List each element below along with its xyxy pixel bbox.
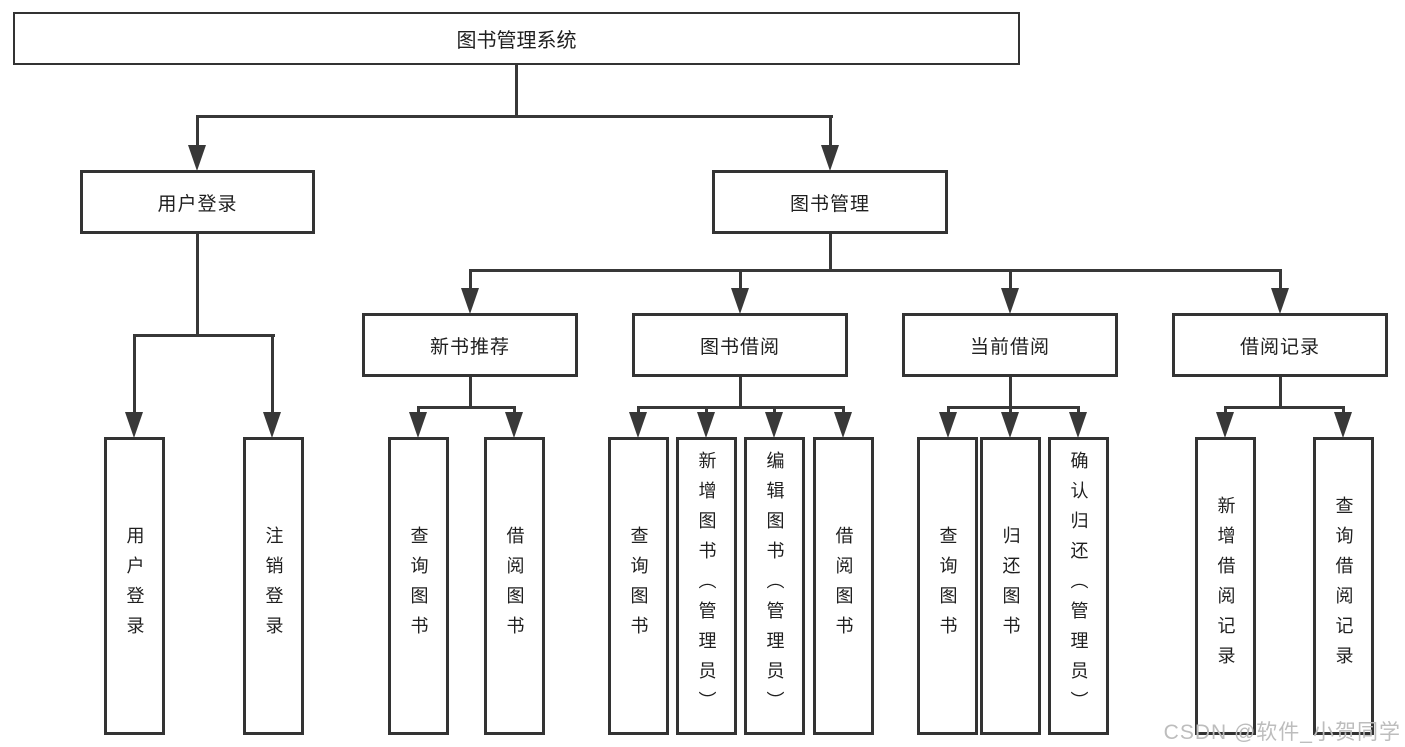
connector-user-login-stub: [196, 233, 199, 337]
leaf-query-books-borrowing: 查询图书: [608, 437, 669, 735]
arrowhead-leaf-confirm-return: [1069, 412, 1087, 438]
node-borrowing-records: 借阅记录: [1172, 313, 1388, 377]
node-label: 查询借阅记录: [1333, 496, 1354, 676]
leaf-confirm-return-admin: 确认归还（管理员）: [1048, 437, 1109, 735]
connector-drop-current-borrowing: [1009, 269, 1012, 293]
connector-book-borrowing-stub: [739, 376, 742, 409]
node-label: 查询图书: [937, 526, 958, 646]
node-label: 新增借阅记录: [1215, 496, 1236, 676]
connector-user-login-bus: [133, 334, 275, 337]
connector-drop-leaf-add-book: [705, 406, 708, 416]
node-label: 用户登录: [157, 193, 238, 215]
connector-drop-leaf-edit-book: [773, 406, 776, 416]
connector-borrowing-records-bus: [1224, 406, 1344, 409]
connector-drop-new-book: [469, 269, 472, 293]
leaf-query-borrow-record: 查询借阅记录: [1313, 437, 1374, 735]
connector-drop-leaf-borrow-borrowing: [842, 406, 845, 416]
connector-drop-leaf-logout: [271, 334, 274, 415]
leaf-borrow-books-borrowing: 借阅图书: [813, 437, 874, 735]
leaf-query-books-current: 查询图书: [917, 437, 978, 735]
node-label: 当前借阅: [969, 336, 1050, 358]
connector-book-management-stub: [829, 233, 832, 272]
connector-drop-leaf-borrow-recommend: [513, 406, 516, 416]
connector-level2-bus: [196, 115, 833, 118]
node-label: 归还图书: [1000, 526, 1021, 646]
connector-borrowing-records-stub: [1279, 376, 1282, 409]
node-label: 图书管理: [789, 193, 870, 215]
arrowhead-book-management: [821, 145, 839, 171]
leaf-edit-book-admin: 编辑图书（管理员）: [744, 437, 805, 735]
connector-new-book-stub: [469, 376, 472, 409]
connector-drop-book-borrowing: [739, 269, 742, 293]
node-label: 图书借阅: [699, 336, 780, 358]
node-new-book-recommendation: 新书推荐: [362, 313, 578, 377]
node-label: 图书管理系统: [456, 30, 577, 52]
connector-drop-leaf-query-record: [1342, 406, 1345, 416]
node-label: 借阅图书: [833, 526, 854, 646]
connector-drop-leaf-query-current: [947, 406, 950, 416]
arrowhead-leaf-add-book: [697, 412, 715, 438]
node-user-login: 用户登录: [80, 170, 315, 234]
leaf-return-books: 归还图书: [980, 437, 1041, 735]
connector-drop-book-management: [829, 115, 832, 148]
arrowhead-leaf-login: [125, 412, 143, 438]
arrowhead-current-borrowing: [1001, 288, 1019, 314]
node-label: 用户登录: [124, 526, 145, 646]
arrowhead-leaf-query-borrowing: [629, 412, 647, 438]
arrowhead-leaf-edit-book: [765, 412, 783, 438]
arrowhead-user-login: [188, 145, 206, 171]
node-label: 查询图书: [408, 526, 429, 646]
connector-drop-leaf-query-recommend: [417, 406, 420, 416]
node-label: 查询图书: [628, 526, 649, 646]
arrowhead-leaf-add-record: [1216, 412, 1234, 438]
arrowhead-new-book: [461, 288, 479, 314]
connector-drop-leaf-confirm-return: [1077, 406, 1080, 416]
arrowhead-leaf-query-current: [939, 412, 957, 438]
leaf-user-login: 用户登录: [104, 437, 165, 735]
node-book-management: 图书管理: [712, 170, 948, 234]
arrowhead-leaf-return: [1001, 412, 1019, 438]
arrowhead-leaf-borrow-borrowing: [834, 412, 852, 438]
arrowhead-book-borrowing: [731, 288, 749, 314]
node-label: 注销登录: [263, 526, 284, 646]
connector-root-stub: [515, 64, 518, 118]
node-current-borrowing: 当前借阅: [902, 313, 1118, 377]
node-label: 借阅记录: [1239, 336, 1320, 358]
connector-current-borrowing-bus: [947, 406, 1079, 409]
leaf-add-book-admin: 新增图书（管理员）: [676, 437, 737, 735]
arrowhead-borrowing-records: [1271, 288, 1289, 314]
node-label: 编辑图书（管理员）: [764, 451, 785, 721]
arrowhead-leaf-query-record: [1334, 412, 1352, 438]
connector-drop-leaf-query-borrowing: [637, 406, 640, 416]
connector-level3-bus: [469, 269, 1282, 272]
connector-drop-borrowing-records: [1279, 269, 1282, 293]
leaf-borrow-books-recommend: 借阅图书: [484, 437, 545, 735]
connector-new-book-bus: [417, 406, 515, 409]
connector-book-borrowing-bus: [637, 406, 844, 409]
node-label: 确认归还（管理员）: [1068, 451, 1089, 721]
node-book-borrowing: 图书借阅: [632, 313, 848, 377]
connector-current-borrowing-stub: [1009, 376, 1012, 409]
node-label: 新书推荐: [429, 336, 510, 358]
node-label: 新增图书（管理员）: [696, 451, 717, 721]
leaf-logout: 注销登录: [243, 437, 304, 735]
arrowhead-leaf-logout: [263, 412, 281, 438]
node-library-management-system: 图书管理系统: [13, 12, 1020, 65]
connector-drop-leaf-login: [133, 334, 136, 415]
connector-drop-leaf-return: [1009, 406, 1012, 416]
leaf-add-borrow-record: 新增借阅记录: [1195, 437, 1256, 735]
csdn-watermark: CSDN @软件_小贺同学: [1163, 721, 1401, 744]
connector-drop-user-login: [196, 115, 199, 148]
arrowhead-leaf-borrow-recommend: [505, 412, 523, 438]
leaf-query-books-recommend: 查询图书: [388, 437, 449, 735]
arrowhead-leaf-query-recommend: [409, 412, 427, 438]
connector-drop-leaf-add-record: [1224, 406, 1227, 416]
node-label: 借阅图书: [504, 526, 525, 646]
